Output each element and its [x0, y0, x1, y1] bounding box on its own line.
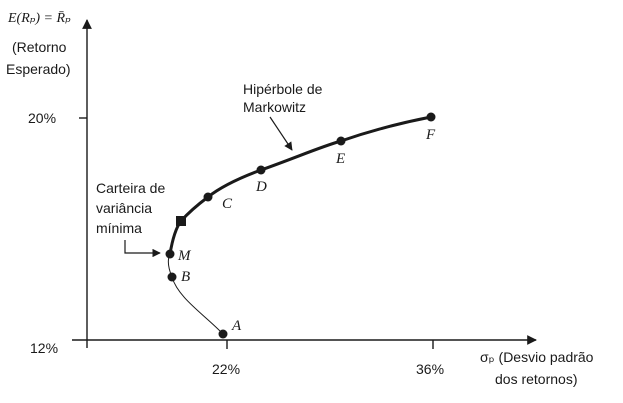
min-variance-arrow — [124, 240, 161, 258]
x-tick-label-22: 22% — [212, 361, 240, 377]
min-variance-annotation-line1: Carteira de — [96, 180, 165, 196]
point-label-m: M — [177, 248, 192, 264]
x-axis-label-line1: σₚ (Desvio padrão — [480, 349, 594, 365]
markowitz-arrow — [269, 116, 293, 151]
point-label-b: B — [181, 269, 190, 285]
y-tick-label-12: 12% — [30, 340, 58, 356]
point-m — [165, 249, 175, 259]
point-c — [203, 192, 213, 202]
y-axis-label-line1: E(Rₚ) = R̄ₚ — [7, 11, 71, 26]
x-tick-label-36: 36% — [416, 361, 444, 377]
x-axis-label-line2: dos retornos) — [495, 371, 577, 387]
point-f — [426, 112, 436, 122]
point-label-d: D — [255, 179, 267, 195]
markowitz-annotation-line2: Markowitz — [243, 99, 306, 115]
min-variance-annotation-line3: mínima — [96, 220, 142, 236]
point-label-c: C — [222, 196, 233, 212]
point-b — [167, 272, 177, 282]
point-d — [256, 165, 266, 175]
y-tick-label-20: 20% — [28, 110, 56, 126]
point-e — [336, 136, 346, 146]
markowitz-annotation-line1: Hipérbole de — [243, 81, 323, 97]
y-axis-label-line3: Esperado) — [6, 61, 71, 77]
point-label-a: A — [231, 318, 242, 334]
point-a — [218, 329, 228, 339]
efficient-frontier-curve — [168, 115, 432, 255]
point-label-e: E — [335, 151, 345, 167]
minimum-variance-square — [176, 216, 186, 226]
min-variance-annotation-line2: variância — [96, 200, 152, 216]
y-axis-label-line2: (Retorno — [12, 39, 67, 55]
point-label-f: F — [425, 127, 436, 143]
inefficient-frontier-curve — [167, 253, 224, 335]
